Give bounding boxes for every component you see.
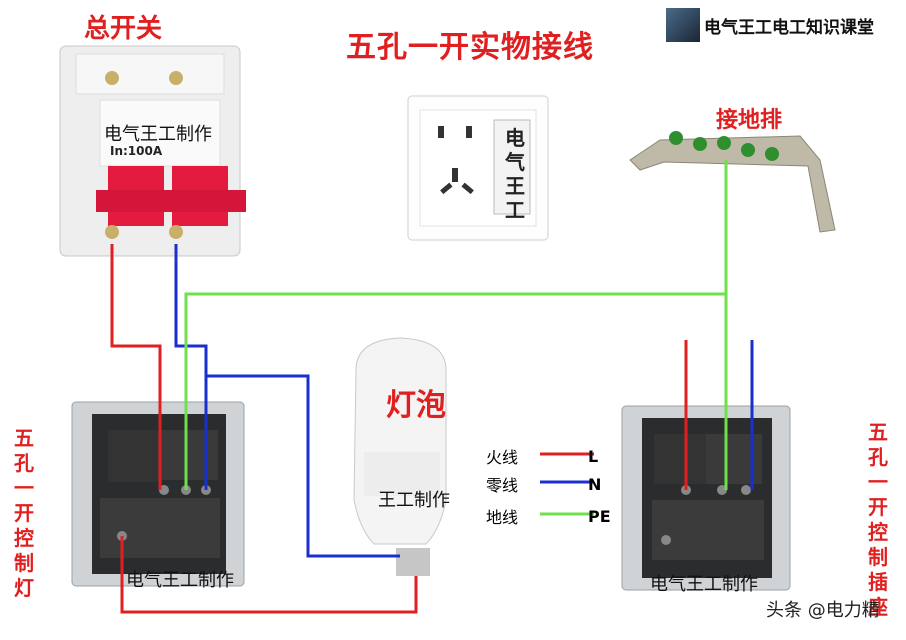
main-switch-label: 总开关	[84, 14, 163, 44]
ground-bar-label: 接地排	[716, 108, 783, 133]
ground-wires	[184, 160, 728, 490]
left-switch-label: 五孔一开控制灯	[14, 426, 34, 600]
legend-live-name: 火线	[486, 448, 519, 467]
avatar	[666, 8, 700, 42]
main-breaker	[59, 45, 246, 257]
legend-neutral: 零线 N	[486, 472, 601, 496]
breaker-watermark: 电气王工制作	[104, 124, 212, 145]
neutral-wires	[174, 244, 754, 558]
ground-bar	[629, 131, 836, 233]
legend-ground-name: 地线	[486, 508, 519, 527]
brand-badge: 电气王工电工知识课堂	[666, 8, 874, 42]
left-switch-plate	[71, 401, 245, 587]
left-switch-watermark: 电气王工制作	[126, 570, 234, 591]
source-credit: 头条 @电力精	[766, 600, 880, 621]
bulb	[353, 337, 447, 576]
bulb-label: 灯泡	[386, 388, 446, 423]
right-switch-label: 五孔一开控制插座	[868, 420, 888, 619]
legend-live: 火线 L	[486, 444, 598, 468]
legend-ground-code: PE	[588, 506, 611, 526]
legend-neutral-name: 零线	[486, 476, 519, 495]
right-switch-watermark: 电气王工制作	[650, 574, 758, 595]
socket-watermark: 电气王工	[505, 126, 525, 222]
live-wires	[110, 244, 688, 614]
five-hole-socket	[407, 95, 549, 241]
legend-ground: 地线 PE	[486, 504, 611, 528]
page-title: 五孔一开实物接线	[346, 30, 594, 65]
right-switch-plate	[621, 405, 791, 591]
legend-neutral-code: N	[588, 474, 602, 494]
legend-live-code: L	[588, 446, 599, 466]
brand-text: 电气王工电工知识课堂	[704, 17, 874, 38]
bulb-watermark: 王工制作	[378, 490, 450, 511]
breaker-rating: In:100A	[110, 144, 163, 158]
